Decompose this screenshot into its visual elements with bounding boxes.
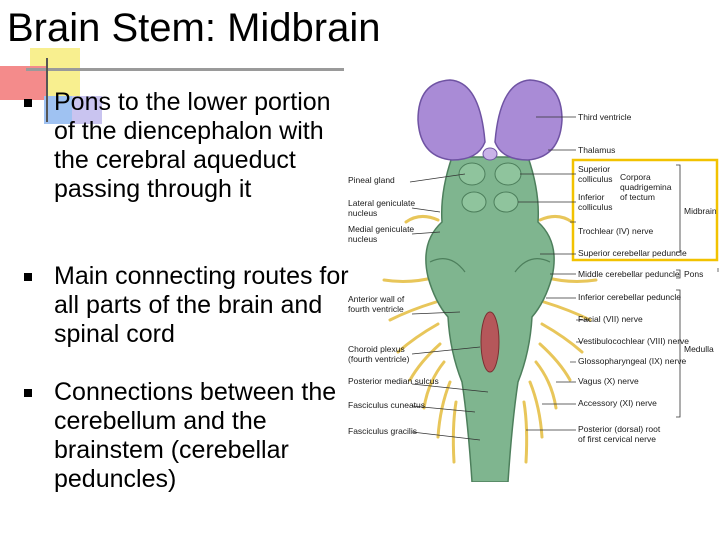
choroid-plexus	[480, 311, 500, 373]
label-lateral-geniculate: Lateral geniculate	[348, 198, 415, 208]
deco-square-blue	[44, 96, 72, 124]
label-pineal-gland: Pineal gland	[348, 175, 395, 185]
bullet-text: Connections between the cerebellum and t…	[54, 378, 337, 493]
slide-title: Brain Stem: Midbrain	[7, 6, 381, 50]
region-brackets	[676, 164, 681, 418]
deco-square-red	[0, 66, 48, 100]
label-superior-colliculus: Superior	[578, 164, 610, 174]
label-inferior-colliculus: Inferior	[578, 192, 605, 202]
label-lateral-geniculate-2: nucleus	[348, 208, 377, 218]
label-inferior-peduncle: Inferior cerebellar peduncle	[578, 292, 681, 302]
label-posterior-root-2: of first cervical nerve	[578, 434, 656, 444]
label-choroid-plexus: Choroid plexus	[348, 344, 405, 354]
label-corpora: Corpora	[620, 172, 651, 182]
label-third-ventricle: Third ventricle	[578, 112, 632, 122]
thalamus-left	[417, 79, 486, 161]
label-anterior-wall-2: fourth ventricle	[348, 304, 404, 314]
deco-divider-line	[26, 68, 344, 71]
label-medial-geniculate-2: nucleus	[348, 234, 377, 244]
bullet-text: Main connecting routes for all parts of …	[54, 262, 349, 348]
brainstem-figure: Pineal gland Lateral geniculate nucleus …	[348, 79, 719, 482]
label-corpora-2: quadrigemina	[620, 182, 672, 192]
label-thalamus: Thalamus	[578, 145, 615, 155]
bullet-marker	[24, 273, 32, 281]
leader-lines	[409, 116, 719, 441]
thalamus-right	[494, 79, 563, 161]
label-superior-peduncle: Superior cerebellar peduncle	[578, 248, 687, 258]
label-vestibulocochlear: Vestibulocochlear (VIII) nerve	[578, 336, 689, 346]
label-middle-peduncle: Middle cerebellar peduncle	[578, 269, 680, 279]
label-medial-geniculate: Medial geniculate	[348, 224, 414, 234]
label-fasciculus-gracilis: Fasciculus gracilis	[348, 426, 417, 436]
label-facial: Facial (VII) nerve	[578, 314, 643, 324]
cranial-nerves	[382, 215, 598, 464]
label-inferior-colliculus-2: colliculus	[578, 202, 613, 212]
label-posterior-root: Posterior (dorsal) root	[578, 424, 661, 434]
label-anterior-wall: Anterior wall of	[348, 294, 405, 304]
bullet-marker	[24, 99, 32, 107]
label-glossopharyngeal: Glossopharyngeal (IX) nerve	[578, 356, 686, 366]
bullet-marker	[24, 389, 32, 397]
bullet-text: Pons to the lower portion of the diencep…	[54, 88, 331, 203]
label-choroid-plexus-2: (fourth ventricle)	[348, 354, 410, 364]
label-accessory: Accessory (XI) nerve	[578, 398, 657, 408]
deco-square-lavender	[72, 96, 102, 124]
label-fasciculus-cuneatus: Fasciculus cuneatus	[348, 400, 425, 410]
label-vagus: Vagus (X) nerve	[578, 376, 639, 386]
label-medulla: Medulla	[684, 344, 714, 354]
label-superior-colliculus-2: colliculus	[578, 174, 613, 184]
label-midbrain: Midbrain	[684, 206, 717, 216]
label-pons: Pons	[684, 269, 703, 279]
label-posterior-median-sulcus: Posterior median sulcus	[348, 376, 439, 386]
deco-vertical-line	[46, 58, 48, 122]
midbrain-highlight-box	[571, 158, 719, 262]
label-corpora-3: of tectum	[620, 192, 655, 202]
label-trochlear: Trochlear (IV) nerve	[578, 226, 654, 236]
